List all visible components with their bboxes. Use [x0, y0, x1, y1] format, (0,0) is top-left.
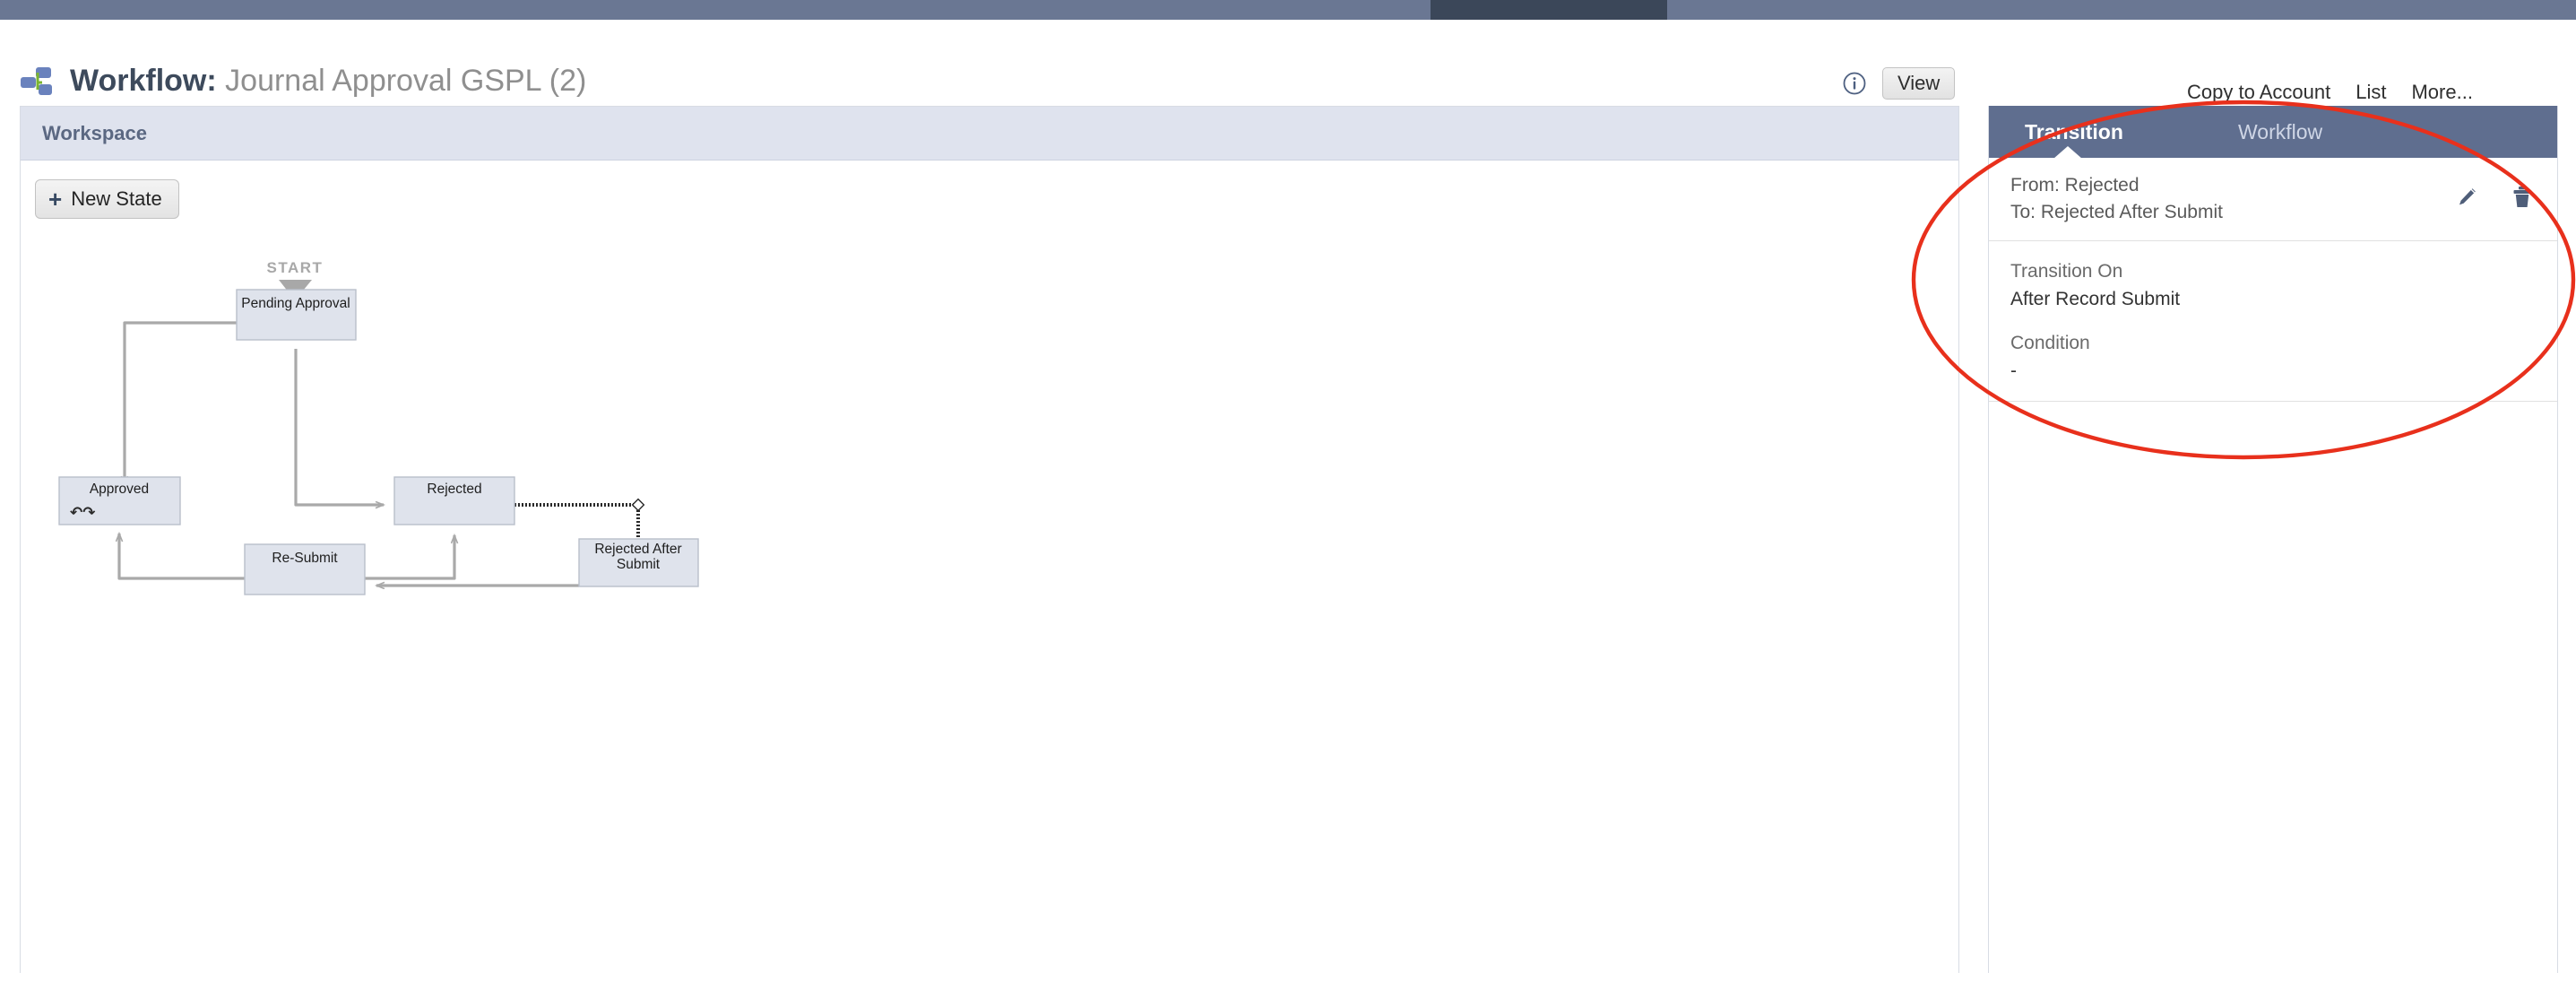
- page-title-value: Journal Approval GSPL (2): [225, 64, 587, 98]
- copy-to-account-link[interactable]: Copy to Account: [2187, 81, 2331, 103]
- workspace-panel: Workspace + New State START: [20, 106, 1959, 973]
- header-actions: Copy to Account List More...: [2187, 81, 2473, 104]
- new-state-button[interactable]: + New State: [35, 179, 179, 219]
- field-label-condition: Condition: [2010, 333, 2090, 353]
- view-button[interactable]: View: [1882, 67, 1956, 100]
- loop-arrows-icon: ↶↷: [70, 504, 96, 522]
- edge-resubmit-rejected: [365, 535, 454, 580]
- state-label-resubmit: Re-Submit: [272, 551, 338, 566]
- connectors: [119, 321, 579, 586]
- pencil-edit-icon[interactable]: [2455, 186, 2478, 209]
- field-transition-on: Transition On After Record Submit: [2010, 257, 2536, 313]
- active-tab-pointer-icon: [2053, 146, 2082, 159]
- list-link[interactable]: List: [2356, 81, 2387, 103]
- panel-tab-bar: Transition Workflow: [1989, 106, 2557, 159]
- edge-pending-rejected: [294, 349, 384, 505]
- workflow-diagram[interactable]: START: [21, 161, 1958, 973]
- state-node-approved: Approved ↶↷: [58, 476, 181, 525]
- field-value-condition: -: [2010, 360, 2017, 381]
- state-label-pending: Pending Approval: [241, 296, 350, 311]
- workspace-title: Workspace: [42, 121, 147, 144]
- transition-endpoint-handle: [631, 498, 645, 512]
- state-label-rejected-after-2: Submit: [617, 557, 661, 572]
- state-label-rejected: Rejected: [427, 482, 481, 497]
- workflow-canvas[interactable]: + New State START: [21, 161, 1958, 973]
- details-side-panel: Transition Workflow From: Rejected To: R…: [1988, 106, 2558, 973]
- info-circle-icon[interactable]: [1842, 71, 1867, 96]
- active-browser-tab[interactable]: [1431, 0, 1667, 20]
- tab-workflow[interactable]: Workflow: [2238, 119, 2323, 143]
- transition-details-section: Transition On After Record Submit Condit…: [1989, 241, 2557, 402]
- transition-actions: [2455, 185, 2534, 210]
- workflow-sitemap-icon: [20, 66, 54, 97]
- state-node-pending: Pending Approval: [236, 289, 357, 341]
- transition-summary-section: From: Rejected To: Rejected After Submit: [1989, 158, 2557, 241]
- top-chrome-bar: [0, 0, 2576, 20]
- state-node-rejected-after-submit: Rejected After Submit: [578, 538, 699, 587]
- edge-pending-approved: [125, 321, 237, 484]
- new-state-label: New State: [71, 187, 162, 210]
- page-title-prefix: Workflow:: [70, 64, 217, 98]
- state-nodes: Pending Approval Approved ↶↷ Rejected Re…: [58, 289, 699, 595]
- field-value-transition-on: After Record Submit: [2010, 289, 2181, 309]
- state-label-rejected-after-1: Rejected After: [594, 542, 681, 557]
- plus-icon: +: [48, 186, 63, 213]
- state-node-rejected: Rejected: [393, 476, 515, 525]
- more-link[interactable]: More...: [2411, 81, 2473, 103]
- workspace-header: Workspace: [21, 107, 1958, 161]
- page-title: Workflow: Journal Approval GSPL (2): [70, 63, 586, 99]
- page-header: Workflow: Journal Approval GSPL (2) View…: [0, 20, 2576, 106]
- trash-delete-icon[interactable]: [2511, 185, 2534, 210]
- field-label-transition-on: Transition On: [2010, 261, 2123, 282]
- start-label: START: [267, 259, 324, 276]
- tab-transition[interactable]: Transition: [2025, 119, 2123, 143]
- state-node-resubmit: Re-Submit: [244, 543, 366, 595]
- edge-resubmit-approved: [119, 534, 245, 580]
- state-label-approved: Approved: [90, 482, 149, 497]
- field-condition: Condition -: [2010, 329, 2536, 385]
